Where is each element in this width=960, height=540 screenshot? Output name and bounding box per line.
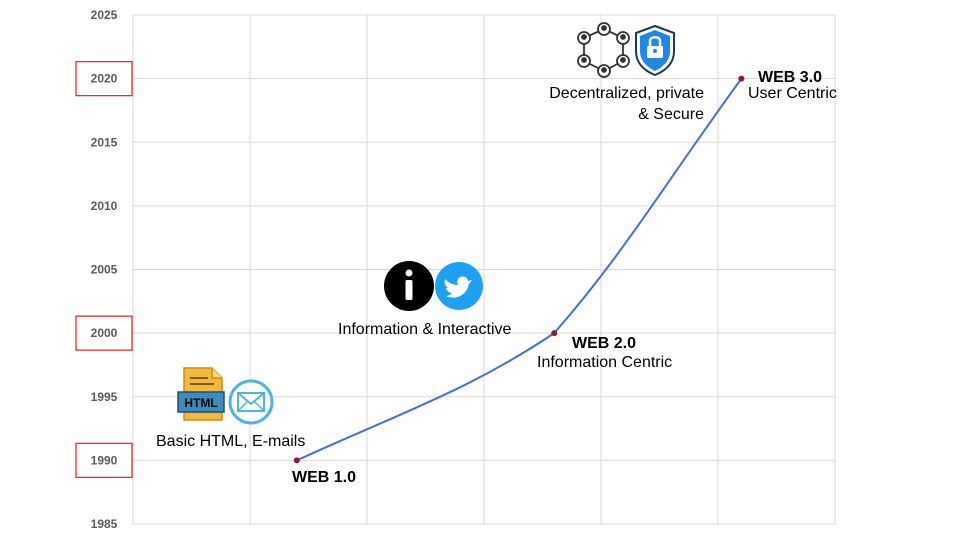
stage-title-web2: WEB 2.0: [572, 335, 636, 352]
y-tick-label: 1990: [91, 453, 118, 467]
highlight-box: [75, 442, 133, 479]
feature-text-web2: Information & Interactive: [338, 321, 512, 338]
network-icon: [577, 22, 630, 78]
shield-lock-icon: [635, 24, 675, 77]
y-tick-label: 1995: [91, 390, 118, 404]
y-tick-label: 2015: [91, 135, 118, 149]
html-file-icon: HTML: [177, 367, 225, 421]
html-badge-text: HTML: [184, 396, 217, 410]
highlight-box: [75, 60, 133, 97]
data-point-marker: [551, 330, 558, 337]
series-line-group: [293, 75, 745, 464]
y-tick-label: 2025: [91, 8, 118, 22]
y-tick-label: 2010: [91, 199, 118, 213]
y-tick-label: 2000: [91, 326, 118, 340]
feature-text-web3-line1: Decentralized, private: [549, 85, 704, 102]
y-tick-label: 2020: [91, 72, 118, 86]
info-icon: [384, 261, 434, 311]
stage-subtitle-web2: Information Centric: [537, 354, 672, 371]
feature-text-web3-line2: & Secure: [638, 106, 704, 123]
data-point-marker: [293, 457, 300, 464]
stage-title-web3: WEB 3.0: [758, 69, 822, 86]
y-tick-label: 2005: [91, 263, 118, 277]
feature-text-web1: Basic HTML, E-mails: [156, 433, 305, 450]
stage-title-web1: WEB 1.0: [292, 469, 356, 486]
stage-subtitle-web3: User Centric: [748, 85, 837, 102]
y-axis-ticks: 1985 1990 1995 2000 2005 2010 2015 2020 2025: [75, 8, 133, 531]
twitter-icon: [435, 262, 483, 310]
email-icon: [228, 379, 274, 425]
data-point-marker: [738, 75, 745, 82]
highlight-box: [75, 315, 133, 351]
y-tick-label: 1985: [91, 517, 118, 531]
grid-lines: [132, 14, 836, 525]
